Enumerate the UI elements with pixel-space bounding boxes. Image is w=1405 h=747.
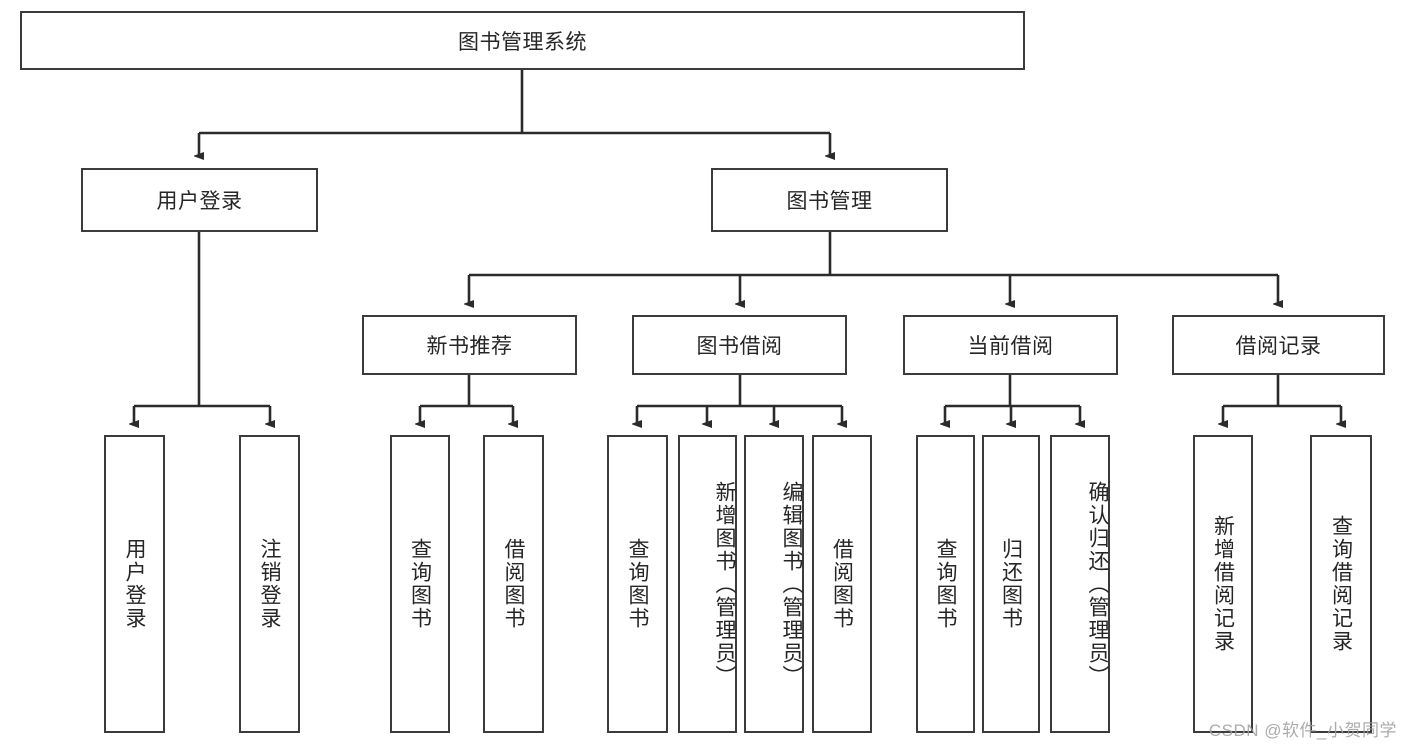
leaf-book-borrow-add-book-admin[interactable]: 新增图书（管理员） xyxy=(678,435,737,733)
node-label: 查询图书 xyxy=(626,538,649,630)
leaf-borrow-record-query-record[interactable]: 查询借阅记录 xyxy=(1310,435,1372,733)
node-label: 图书管理 xyxy=(786,190,873,213)
node-label: 图书借阅 xyxy=(696,335,783,358)
leaf-user-login-logout[interactable]: 注销登录 xyxy=(239,435,300,733)
node-root-book-management-system[interactable]: 图书管理系统 xyxy=(20,11,1025,70)
leaf-new-book-query-book[interactable]: 查询图书 xyxy=(390,435,450,733)
node-label: 注销登录 xyxy=(258,538,281,630)
node-label: 查询借阅记录 xyxy=(1329,515,1353,653)
node-borrowing-records[interactable]: 借阅记录 xyxy=(1172,315,1385,375)
node-user-login[interactable]: 用户登录 xyxy=(81,168,318,232)
node-label: 用户登录 xyxy=(123,538,146,630)
node-book-borrowing[interactable]: 图书借阅 xyxy=(632,315,847,375)
node-label: 新书推荐 xyxy=(426,335,513,358)
leaf-book-borrow-edit-book-admin[interactable]: 编辑图书（管理员） xyxy=(744,435,804,733)
leaf-new-book-borrow-book[interactable]: 借阅图书 xyxy=(483,435,544,733)
leaf-current-borrow-return-book[interactable]: 归还图书 xyxy=(982,435,1040,733)
leaf-user-login-login[interactable]: 用户登录 xyxy=(104,435,165,733)
node-label: 编辑图书（管理员） xyxy=(780,480,803,688)
node-label: 归还图书 xyxy=(999,538,1023,630)
leaf-current-borrow-confirm-return-admin[interactable]: 确认归还（管理员） xyxy=(1050,435,1110,733)
csdn-watermark: CSDN @软件_小贺同学 xyxy=(1208,721,1397,740)
node-label: 用户登录 xyxy=(156,190,243,213)
node-label: 查询图书 xyxy=(408,538,432,630)
node-label: 确认归还（管理员） xyxy=(1086,480,1109,688)
node-label: 图书管理系统 xyxy=(458,30,587,54)
node-label: 新增图书（管理员） xyxy=(713,480,736,688)
node-label: 新增借阅记录 xyxy=(1211,515,1235,653)
leaf-current-borrow-query-book[interactable]: 查询图书 xyxy=(916,435,975,733)
leaf-book-borrow-query-book[interactable]: 查询图书 xyxy=(607,435,668,733)
node-current-borrowing[interactable]: 当前借阅 xyxy=(903,315,1118,375)
node-label: 借阅图书 xyxy=(830,538,854,630)
node-label: 当前借阅 xyxy=(967,335,1054,358)
node-label: 查询图书 xyxy=(934,538,957,630)
node-new-book-recommendation[interactable]: 新书推荐 xyxy=(362,315,577,375)
leaf-book-borrow-borrow-book[interactable]: 借阅图书 xyxy=(812,435,872,733)
node-label: 借阅记录 xyxy=(1235,335,1322,358)
node-book-management[interactable]: 图书管理 xyxy=(711,168,948,232)
node-label: 借阅图书 xyxy=(502,538,525,630)
leaf-borrow-record-add-record[interactable]: 新增借阅记录 xyxy=(1193,435,1253,733)
